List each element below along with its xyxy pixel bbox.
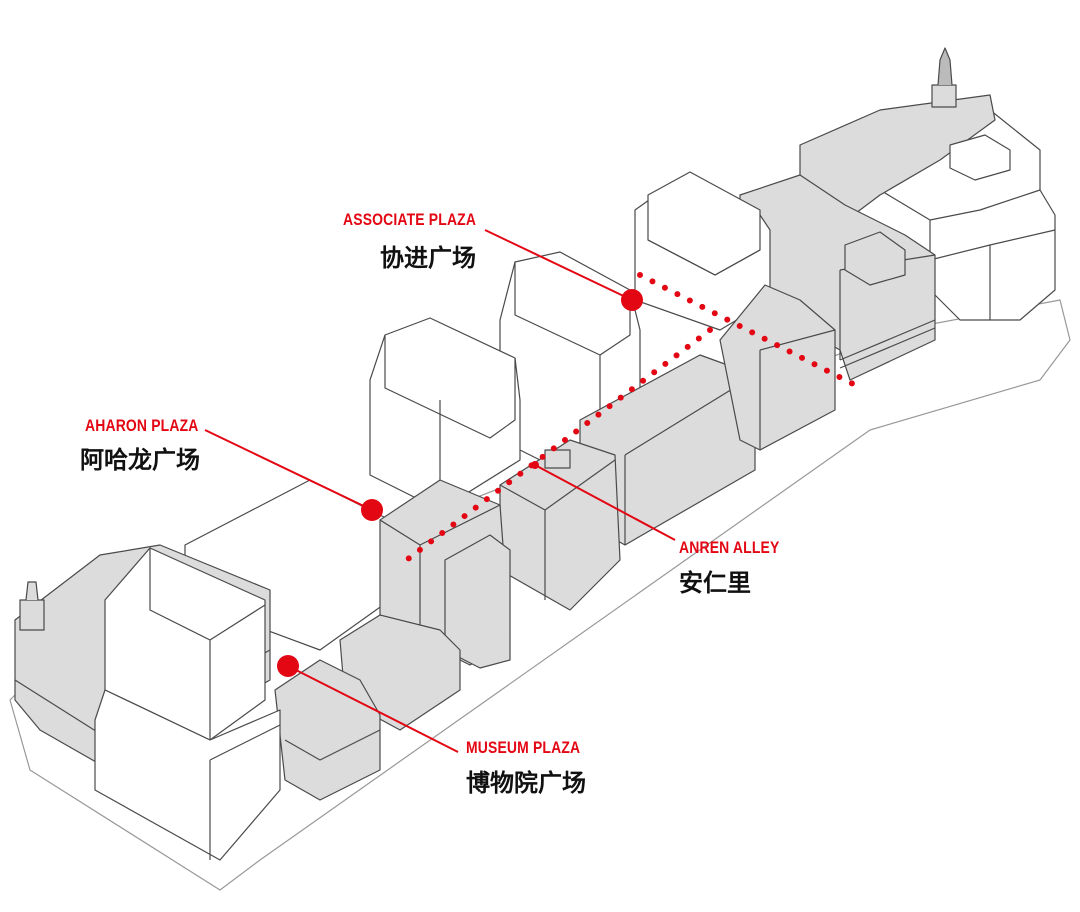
label-aharon-plaza-en: AHARON PLAZA (85, 416, 199, 435)
label-anren-alley-zh-wrap: 安仁里 (679, 563, 751, 598)
label-associate-plaza-zh: 协进广场 (380, 244, 476, 272)
label-associate-plaza: ASSOCIATE PLAZA (343, 210, 505, 230)
label-museum-plaza: MUSEUM PLAZA (466, 738, 605, 758)
rooftop-structure (949, 134, 1011, 181)
leader-line-aharon (204, 429, 373, 511)
route-main-segment (397, 327, 713, 568)
label-associate-plaza-en: ASSOCIATE PLAZA (343, 210, 477, 229)
marker-anren-alley (531, 461, 539, 469)
label-museum-plaza-zh-wrap: 博物院广场 (466, 763, 586, 798)
route-dotted (397, 272, 858, 568)
building-cluster-east (739, 174, 936, 381)
label-aharon-plaza-zh-wrap: 阿哈龙广场 (80, 440, 200, 475)
label-anren-alley-zh: 安仁里 (679, 569, 751, 597)
marker-aharon-plaza (361, 499, 383, 521)
marker-museum-plaza (277, 655, 299, 677)
building-aharon-grey (379, 479, 511, 669)
leader-line-associate (484, 229, 633, 301)
leader-line-anren (534, 464, 676, 541)
label-museum-plaza-zh: 博物院广场 (466, 769, 586, 797)
building-anren-alley-block (499, 439, 621, 611)
building-west-white-tower (94, 547, 281, 861)
marker-associate-plaza (621, 289, 643, 311)
tower-spire (931, 47, 957, 108)
building-white-tower-west (369, 317, 521, 511)
building-anren-row (579, 284, 836, 546)
label-museum-plaza-en: MUSEUM PLAZA (466, 738, 581, 757)
label-anren-alley-en: ANREN ALLEY (679, 538, 780, 557)
label-aharon-plaza-zh: 阿哈龙广场 (80, 446, 200, 474)
building-museum-historic (274, 614, 461, 801)
leader-line-museum (287, 665, 459, 753)
label-associate-plaza-zh-wrap: 协进广场 (380, 238, 476, 273)
building-white-tower-north (634, 171, 771, 331)
label-anren-alley: ANREN ALLEY (679, 538, 801, 558)
route-east-segment (637, 272, 858, 388)
label-aharon-plaza: AHARON PLAZA (85, 416, 223, 436)
